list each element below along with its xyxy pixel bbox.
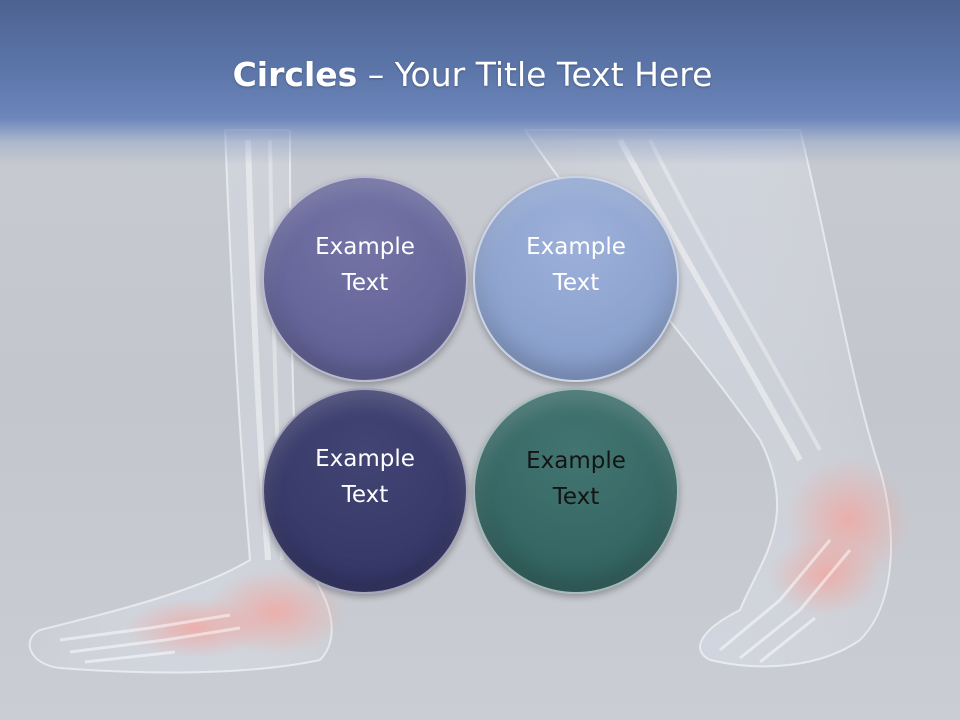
circle-bottom-left: Example Text bbox=[262, 388, 468, 594]
circle-bottom-right: Example Text bbox=[473, 388, 679, 594]
circle-top-right: Example Text bbox=[473, 176, 679, 382]
circle-label: Example Text bbox=[315, 234, 415, 296]
slide-title-bold: Circles bbox=[232, 55, 358, 94]
circle-label: Example Text bbox=[526, 234, 626, 296]
slide-title: Circles – Your Title Text Here bbox=[0, 52, 945, 98]
circle-top-left: Example Text bbox=[262, 176, 468, 382]
circle-label: Example Text bbox=[315, 446, 415, 508]
slide-title-rest: – Your Title Text Here bbox=[357, 55, 713, 94]
circle-label: Example Text bbox=[526, 448, 626, 510]
title-band bbox=[0, 0, 960, 165]
